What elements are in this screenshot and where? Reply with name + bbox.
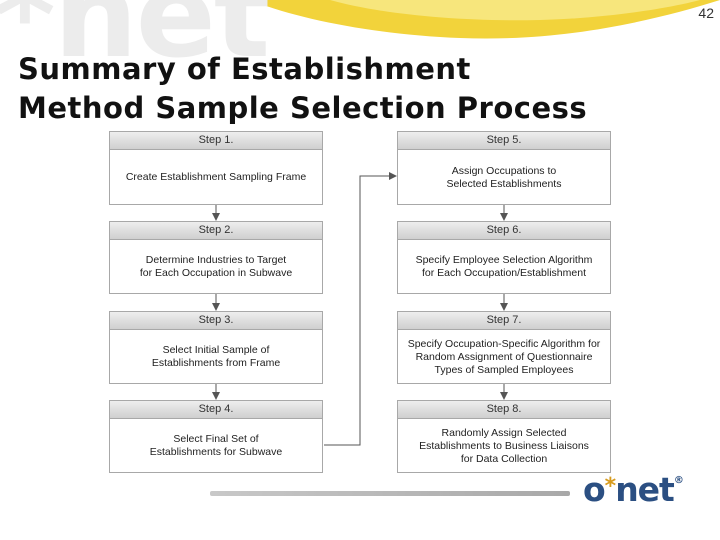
- step-4-box: Step 4. Select Final Set of Establishmen…: [109, 400, 323, 473]
- step-text-line: Selected Establishments: [446, 177, 562, 190]
- step-6-text: Specify Employee Selection Algorithm for…: [398, 240, 610, 294]
- onet-watermark: *net: [0, 0, 270, 84]
- title-line: Summary of Establishment: [18, 52, 471, 86]
- step-5-label: Step 5.: [398, 132, 610, 150]
- step-text-line: for Each Occupation in Subwave: [139, 267, 293, 279]
- step-8-text: Randomly Assign Selected Establishments …: [398, 419, 610, 473]
- step-5-box: Step 5. Assign Occupations to Selected E…: [397, 131, 611, 205]
- step-1-text: Create Establishment Sampling Frame: [110, 150, 322, 205]
- step-8-box: Step 8. Randomly Assign Selected Establi…: [397, 400, 611, 473]
- step-2-text: Determine Industries to Target for Each …: [110, 240, 322, 294]
- step-text-line: Randomly Assign Selected: [441, 426, 567, 439]
- step-text-line: for Data Collection: [460, 452, 548, 465]
- step-text-line: Select Initial Sample of: [162, 344, 270, 356]
- footer-divider: [210, 491, 570, 496]
- page-number: 42: [698, 5, 714, 21]
- step-3-box: Step 3. Select Initial Sample of Establi…: [109, 311, 323, 384]
- title-line: Method Sample Selection Process: [18, 91, 588, 125]
- step-3-text: Select Initial Sample of Establishments …: [110, 330, 322, 384]
- step-text-line: Establishments from Frame: [151, 357, 281, 369]
- step-6-label: Step 6.: [398, 222, 610, 240]
- step-3-label: Step 3.: [110, 312, 322, 330]
- step-text-line: Specify Occupation-Specific Algorithm fo…: [407, 337, 601, 350]
- step-text-line: for Each Occupation/Establishment: [421, 267, 586, 279]
- step-8-label: Step 8.: [398, 401, 610, 419]
- step-1-label: Step 1.: [110, 132, 322, 150]
- step-text-line: Establishments to Business Liaisons: [419, 439, 589, 452]
- header-swoosh: [250, 0, 720, 39]
- step-text-line: Create Establishment Sampling Frame: [125, 171, 307, 183]
- step-text-line: Select Final Set of: [173, 433, 259, 445]
- step-text-line: Determine Industries to Target: [145, 254, 287, 266]
- step-2-label: Step 2.: [110, 222, 322, 240]
- arrow-step4-step5: [324, 172, 397, 446]
- onet-logo: o*net®: [583, 470, 684, 509]
- step-4-text: Select Final Set of Establishments for S…: [110, 419, 322, 473]
- step-5-text: Assign Occupations to Selected Establish…: [398, 150, 610, 205]
- step-4-label: Step 4.: [110, 401, 322, 419]
- step-7-text: Specify Occupation-Specific Algorithm fo…: [398, 330, 610, 384]
- step-text-line: Establishments for Subwave: [149, 446, 283, 458]
- step-text-line: Assign Occupations to: [451, 164, 557, 177]
- step-2-box: Step 2. Determine Industries to Target f…: [109, 221, 323, 294]
- step-text-line: Specify Employee Selection Algorithm: [415, 254, 593, 266]
- step-text-line: Random Assignment of Questionnaire: [415, 350, 593, 363]
- step-7-label: Step 7.: [398, 312, 610, 330]
- slide-title: Summary of Establishment Method Sample S…: [18, 50, 587, 128]
- step-7-box: Step 7. Specify Occupation-Specific Algo…: [397, 311, 611, 384]
- step-text-line: Types of Sampled Employees: [434, 363, 574, 376]
- step-1-box: Step 1. Create Establishment Sampling Fr…: [109, 131, 323, 205]
- step-6-box: Step 6. Specify Employee Selection Algor…: [397, 221, 611, 294]
